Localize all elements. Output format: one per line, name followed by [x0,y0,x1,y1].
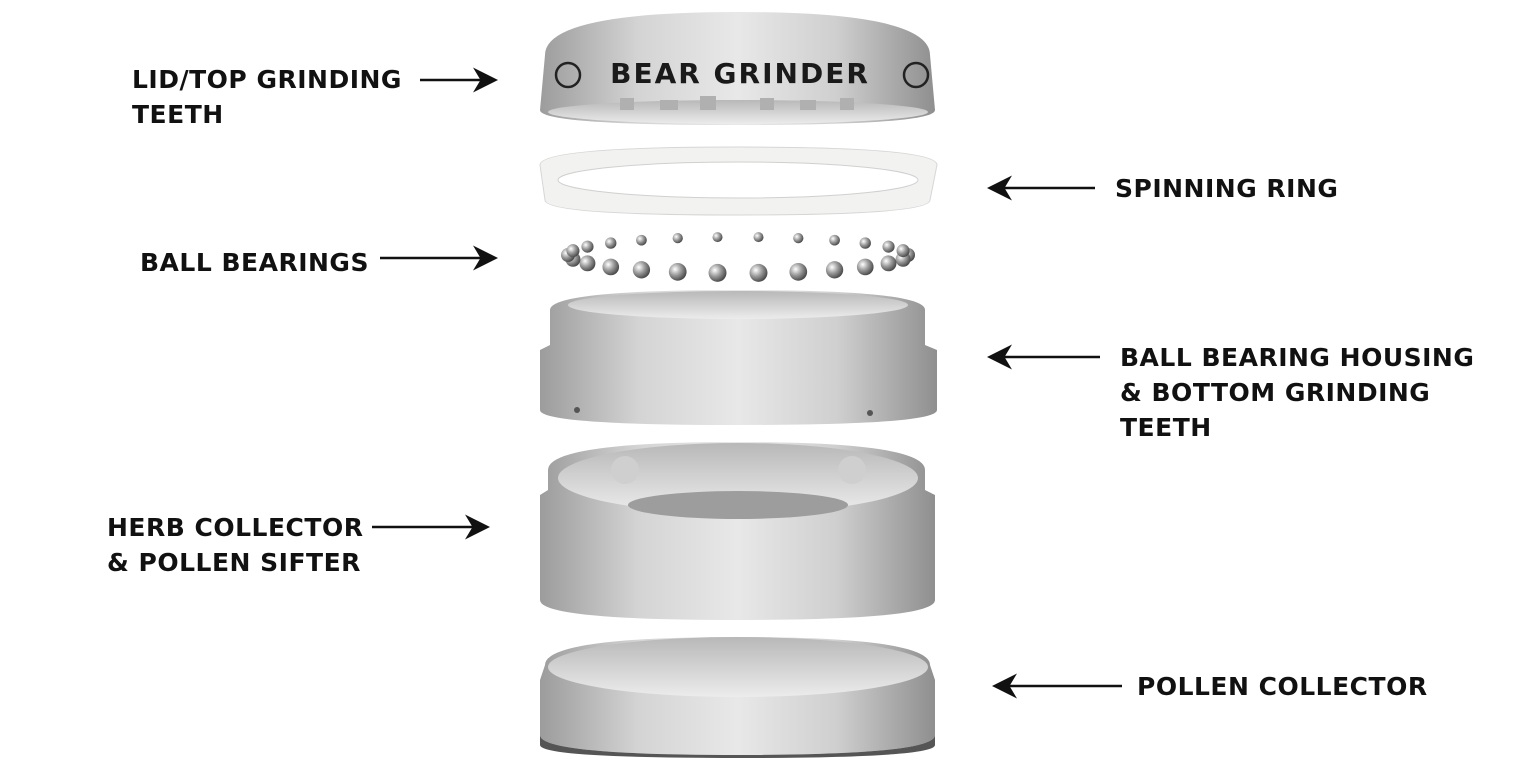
label-line: LID/TOP GRINDING [132,65,402,94]
label-line: & BOTTOM GRINDING [1120,378,1431,407]
ball-bearing [708,263,727,282]
label-line: POLLEN COLLECTOR [1137,672,1428,701]
ball-bearing [602,258,620,276]
brand-logo: BEAR GRINDER [610,57,870,90]
label-line: SPINNING RING [1115,174,1339,203]
ball-bearing [636,234,647,246]
label-line: & POLLEN SIFTER [107,548,361,577]
spinning-ring-part [539,146,938,216]
pollen-collector-part [540,637,935,758]
ball-bearing [632,261,651,279]
label-line: TEETH [1120,413,1212,442]
ball-bearing [749,263,768,282]
lid-part: BEAR GRINDER [540,12,935,125]
label-pollen-collector: POLLEN COLLECTOR [1137,669,1428,704]
ball-bearing [672,233,683,244]
ball-bearing [581,240,594,253]
bear-logo-icon [902,61,930,89]
ball-bearing [712,232,723,243]
label-line: BALL BEARING HOUSING [1120,343,1475,372]
label-herb-collector: HERB COLLECTOR & POLLEN SIFTER [107,510,363,580]
ball-bearing [829,234,840,246]
label-line: BALL BEARINGS [140,248,369,277]
label-line: TEETH [132,100,224,129]
bear-logo-icon [554,61,582,89]
ball-bearing [825,261,844,279]
ball-bearing [882,240,895,253]
ball-bearing [566,244,580,258]
ball-bearing [668,262,687,281]
label-line: HERB COLLECTOR [107,513,364,542]
ball-bearing [859,237,871,249]
ball-bearing [896,244,910,258]
ball-bearing [880,255,897,272]
label-housing: BALL BEARING HOUSING & BOTTOM GRINDING T… [1120,340,1474,445]
ball-bearing [753,232,764,243]
herb-collector-part [540,442,935,620]
ball-bearing [789,262,808,281]
ball-bearing-housing-part [540,290,937,425]
ball-bearings-part [561,232,915,282]
label-spinning-ring: SPINNING RING [1115,171,1338,206]
ball-bearing [856,258,874,276]
ball-bearing [579,255,596,272]
label-lid: LID/TOP GRINDING TEETH [132,62,402,132]
ball-bearing [793,233,804,244]
ball-bearing [605,237,617,249]
label-ball-bearings: BALL BEARINGS [140,245,369,280]
